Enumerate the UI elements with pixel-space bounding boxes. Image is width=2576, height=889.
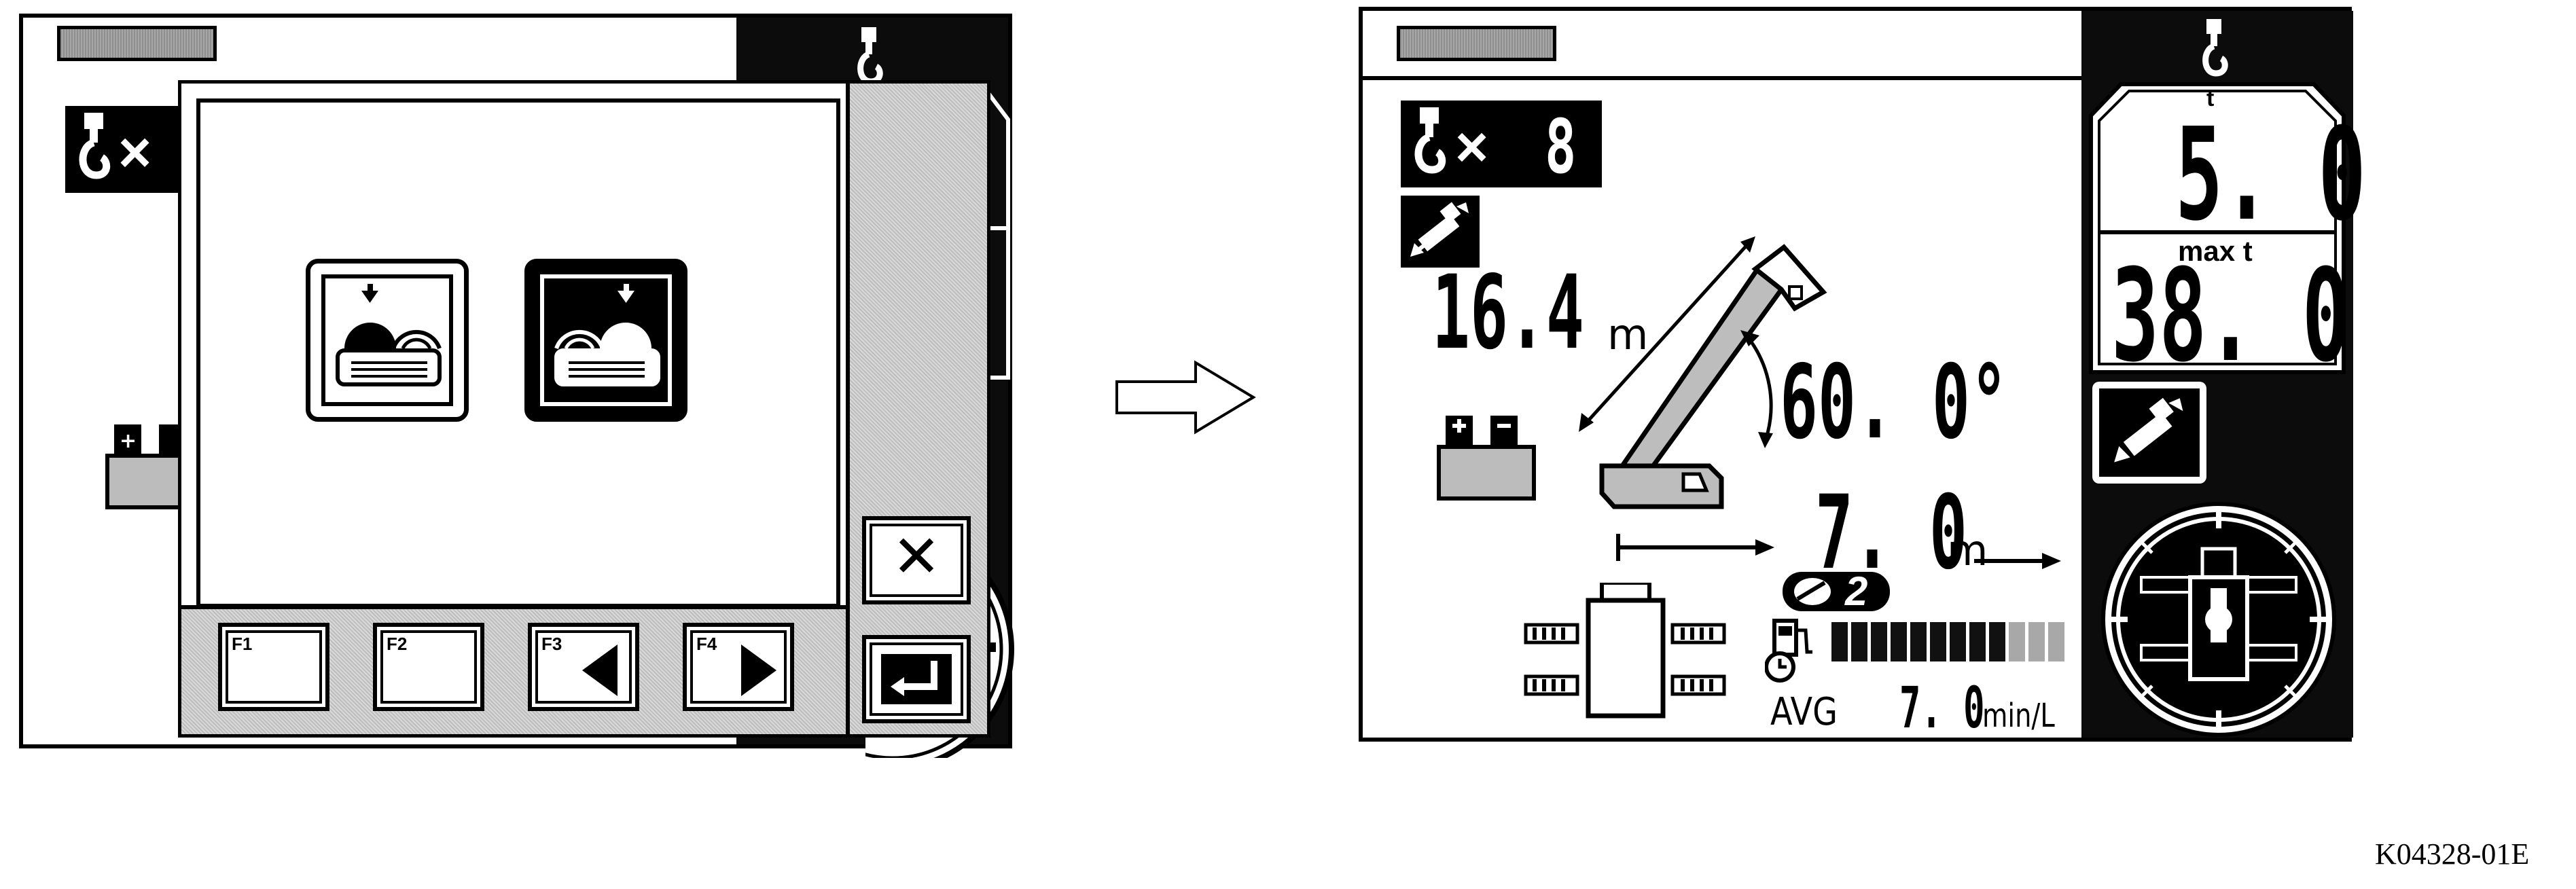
svg-text:+: + [120,429,137,453]
actual-load-value: 5. 0 [2175,101,2366,249]
telescope-mode-icon [1410,202,1469,257]
f1-label: F1 [232,634,253,654]
fuel-consumption-icon [1765,619,1812,683]
fuel-rate-bar [1831,622,2069,661]
telescope-mode-badge [1401,196,1480,268]
swing-angle-compass [2101,502,2336,737]
hook-multiplier-sign: × [118,120,152,184]
triangle-right-icon [741,645,776,696]
battery-icon [1437,416,1536,501]
avg-label: AVG [1770,690,1838,734]
eco-mode-badge: 2 [1783,568,1890,614]
eco-level-value: 2 [1845,568,1868,614]
telescope-mode-indicator [2092,382,2206,484]
f2-button[interactable]: F2 [373,623,484,711]
f3-button[interactable]: F3 [528,623,639,711]
fuel-bar-segment [1950,622,1966,661]
load-display-frame [2089,82,2346,374]
fuel-bar-segment [1930,622,1946,661]
fuel-bar-segment [1831,622,1848,661]
figure-code: K04328-01E [2375,837,2530,871]
f1-button[interactable]: F1 [218,623,329,711]
close-icon: ✕ [891,523,942,591]
winch-select-dialog: F1 F2 F3 F4 ✕ [178,80,990,738]
load-unit-label: t [2206,86,2215,111]
fuel-bar-segment [1989,622,2005,661]
fuel-bar-segment [1871,622,1887,661]
fuel-bar-segment [2028,622,2045,661]
boom-angle-value: 60. 0° [1780,344,2008,462]
leaf-icon [1794,578,1831,605]
boom-length-value: 16.4 [1432,254,1584,372]
triangle-left-icon [582,645,618,696]
fuel-bar-segment [1891,622,1907,661]
max-load-label: max t [2178,235,2253,267]
left-monitor-screen: × + [19,14,1014,758]
radius-arrow-left [1616,534,1774,561]
cancel-button[interactable]: ✕ [862,516,971,604]
f4-button[interactable]: F4 [683,623,794,711]
enter-return-icon [891,661,937,696]
right-monitor-screen: × 8 16.4 m [1359,7,2366,742]
radius-arrow-right [1974,553,2061,569]
parts-of-line-badge: × 8 [1401,101,1602,190]
hook-multiplier-sign: × [1455,115,1489,179]
fuel-rate-avg-value: 7. 0 [1899,674,1985,741]
fuel-bar-segment [1969,622,1986,661]
winch-rear-drum-icon [554,284,660,386]
fuel-bar-segment [2009,622,2025,661]
right-title-bar [1397,26,1556,61]
fuel-bar-segment [1851,622,1867,661]
f4-label: F4 [696,634,717,654]
transition-arrow-icon [1115,360,1256,435]
fuel-bar-segment [2048,622,2064,661]
f2-label: F2 [387,634,408,654]
fuel-rate-unit: min/L [1982,697,2055,735]
rated-load-value: 38. 0 [2111,242,2350,391]
working-radius-value: 7. 0 [1815,474,1967,592]
left-title-bar [57,26,217,61]
dialog-side-strip [846,84,987,734]
telescope-mode-icon [2114,397,2183,462]
boom-length-unit: m [1607,310,1649,359]
hook-icon [79,113,111,179]
working-radius-unit: m [1947,526,1988,575]
dialog-content-frame [196,98,840,608]
boom-diagram [1579,236,1827,509]
enter-button[interactable] [862,635,971,723]
hook-icon [1414,107,1446,174]
hook-icon [2202,19,2228,77]
parts-of-line-value: 8 [1545,103,1577,190]
winch-front-drum-icon [336,284,442,386]
hook-icon [857,27,883,85]
winch-option-front-drum[interactable] [306,259,469,422]
crawler-top-view-icon [1524,583,1726,719]
fuel-bar-segment [1910,622,1927,661]
winch-option-rear-drum[interactable] [524,259,687,422]
f3-label: F3 [541,634,562,654]
